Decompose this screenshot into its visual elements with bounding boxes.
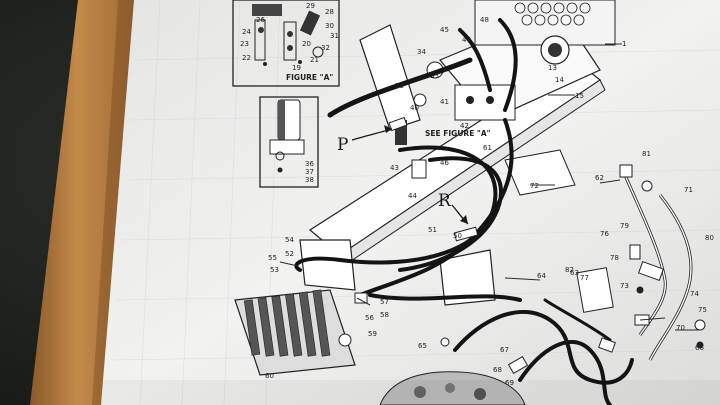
- callout-75: 75: [698, 306, 707, 314]
- callout-77: 77: [580, 274, 589, 282]
- callout-30: 30: [325, 22, 334, 30]
- callout-55: 55: [268, 254, 277, 262]
- callout-57: 57: [380, 298, 389, 306]
- callout-20: 20: [302, 40, 311, 48]
- callout-63: 63: [570, 269, 579, 277]
- clipboard-wood-edge: [30, 0, 134, 405]
- filter-inset: [259, 96, 319, 188]
- callout-36: 36: [305, 160, 314, 168]
- callout-61: 61: [483, 144, 492, 152]
- handwritten-annotations: P R: [337, 125, 469, 225]
- callout-72: 72: [530, 182, 539, 190]
- fittings: [354, 116, 706, 375]
- callout-46: 46: [440, 159, 449, 167]
- callout-40: 40: [410, 104, 419, 112]
- callout-82: 82: [565, 266, 574, 274]
- callout-21: 21: [310, 56, 319, 64]
- callout-79: 79: [620, 222, 629, 230]
- callout-19: 19: [292, 64, 301, 72]
- leader-lines: [279, 43, 700, 331]
- figure-a-caption: FIGURE "A": [286, 73, 333, 82]
- callout-76: 76: [600, 230, 609, 238]
- callout-66: 66: [695, 344, 704, 352]
- callout-53: 53: [270, 266, 279, 274]
- callout-80: 80: [705, 234, 714, 242]
- callout-13: 13: [548, 64, 557, 72]
- hydraulic-hoses: [294, 18, 693, 405]
- callout-34: 34: [417, 48, 426, 56]
- callout-47: 47: [462, 36, 471, 44]
- see-figure-note: SEE FIGURE "A": [425, 129, 491, 138]
- callout-74: 74: [690, 290, 699, 298]
- callout-54: 54: [285, 236, 294, 244]
- callout-31: 31: [330, 32, 339, 40]
- callout-59: 59: [368, 330, 377, 338]
- callout-14: 14: [555, 76, 564, 84]
- callout-26: 26: [256, 16, 265, 24]
- callout-78: 78: [610, 254, 619, 262]
- callout-22: 22: [242, 54, 251, 62]
- callout-56: 56: [365, 314, 374, 322]
- callout-50: 50: [453, 232, 462, 240]
- callout-15: 15: [575, 92, 584, 100]
- callout-28: 28: [325, 8, 334, 16]
- callout-38: 38: [305, 176, 314, 184]
- control-valve-bank: [234, 289, 356, 376]
- callout-42: 42: [460, 122, 469, 130]
- handwritten-p: P: [337, 135, 348, 155]
- callout-48: 48: [480, 16, 489, 24]
- callout-68: 68: [493, 366, 502, 374]
- callout-81: 81: [642, 150, 651, 158]
- callout-51: 51: [428, 226, 437, 234]
- callout-52: 52: [285, 250, 294, 258]
- callout-60: 60: [265, 372, 274, 380]
- callout-32: 32: [321, 44, 330, 52]
- callout-58: 58: [380, 311, 389, 319]
- callout-62: 62: [595, 174, 604, 182]
- callout-37: 37: [305, 168, 314, 176]
- callout-39: 39: [395, 82, 404, 90]
- callout-67: 67: [500, 346, 509, 354]
- callout-73: 73: [620, 282, 629, 290]
- part-callouts: 26 29 28 24 23 22 30 31 32 21 19 20 36 3…: [240, 2, 714, 387]
- callout-24: 24: [242, 28, 251, 36]
- engine-partial: [379, 371, 526, 405]
- callout-1: 1: [622, 40, 626, 48]
- callout-35: 35: [430, 72, 439, 80]
- figure-a-inset: FIGURE "A": [232, 0, 340, 87]
- handwritten-r: R: [438, 191, 452, 211]
- callout-43: 43: [390, 164, 399, 172]
- callout-45: 45: [440, 26, 449, 34]
- callout-64: 64: [537, 272, 546, 280]
- callout-44: 44: [408, 192, 417, 200]
- callout-41: 41: [440, 98, 449, 106]
- callout-65: 65: [418, 342, 427, 350]
- callout-23: 23: [240, 40, 249, 48]
- callout-70: 70: [676, 324, 685, 332]
- callout-69: 69: [505, 379, 514, 387]
- boom-structure: [299, 0, 616, 306]
- callout-29: 29: [306, 2, 315, 10]
- callout-71: 71: [684, 186, 693, 194]
